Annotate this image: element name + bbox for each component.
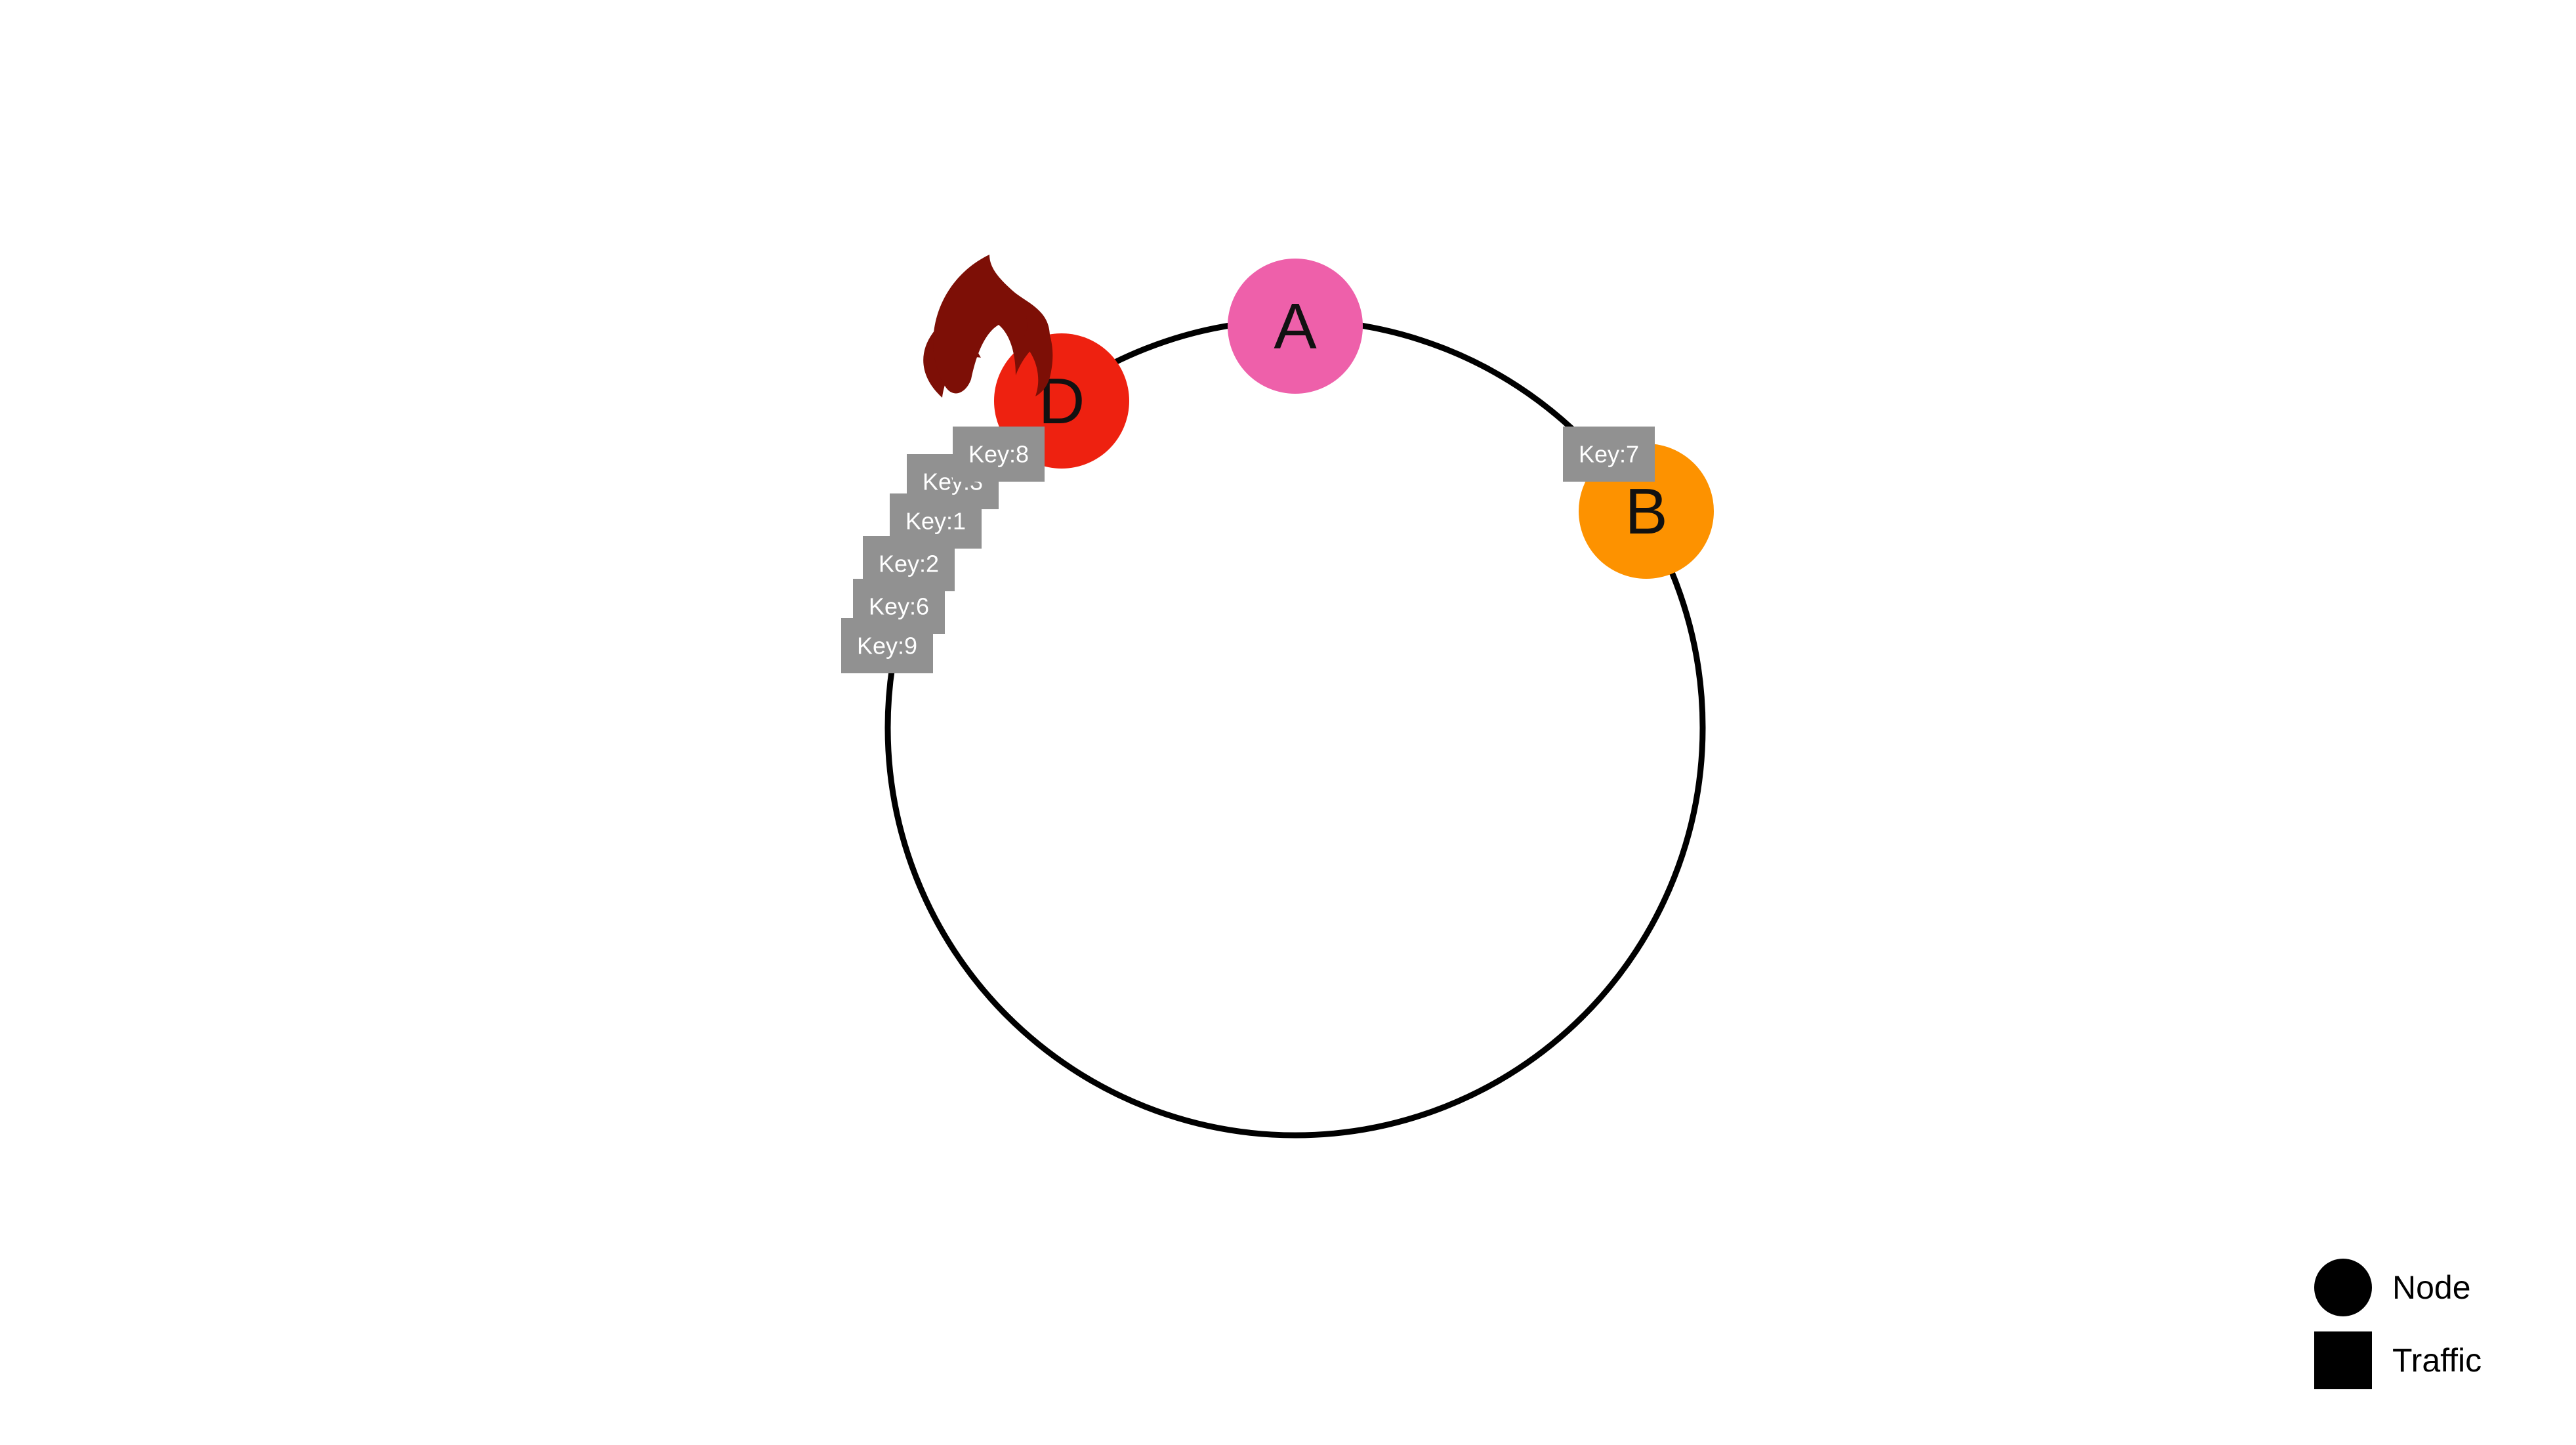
node-a-label: A: [1274, 290, 1317, 362]
key-tag-6-label: Key:6: [869, 593, 929, 620]
fire-icon-main-flame: [933, 255, 1050, 394]
key-tag-9-label: Key:9: [857, 633, 917, 660]
legend-traffic-swatch: [2314, 1331, 2372, 1389]
fire-icon: [923, 255, 1053, 398]
key-tag-8-box: [953, 427, 1045, 482]
node-a-circle: [1228, 259, 1363, 394]
key-tag-7: Key:7: [1563, 427, 1655, 482]
key-tag-8: Key:8: [953, 427, 1045, 482]
legend: Node Traffic: [2314, 1259, 2482, 1389]
legend-node-swatch: [2314, 1259, 2372, 1316]
node-a: A: [1228, 259, 1363, 394]
legend-traffic-label: Traffic: [2392, 1342, 2482, 1379]
key-tag-8-label: Key:8: [968, 441, 1029, 468]
node-b-label: B: [1625, 475, 1667, 547]
fire-icon-right-flame: [1012, 293, 1053, 396]
key-tag-7-label: Key:7: [1579, 441, 1639, 468]
legend-node-label: Node: [2392, 1269, 2471, 1306]
key-tag-2-label: Key:2: [879, 551, 939, 577]
key-tag-1-label: Key:1: [905, 508, 966, 535]
key-tag-7-box: [1563, 427, 1655, 482]
